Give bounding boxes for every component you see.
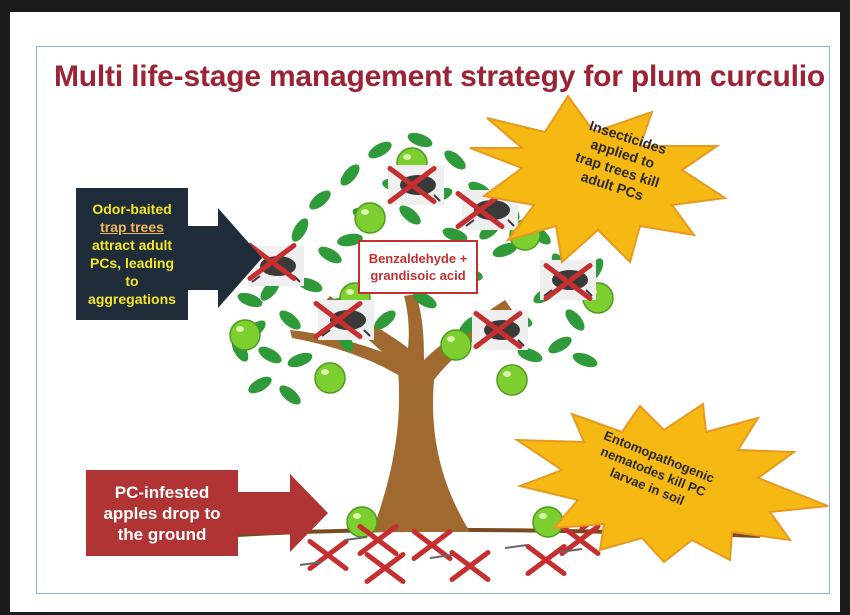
- leaf-30: [287, 352, 313, 368]
- cross-3: [313, 301, 363, 339]
- leaf-41: [279, 385, 301, 405]
- apple-6: [496, 364, 528, 396]
- apple-shine-1: [361, 209, 369, 215]
- cross-12: [559, 524, 601, 556]
- leaf-3: [340, 164, 360, 186]
- cross-7: [357, 524, 399, 556]
- nematode-star: [513, 402, 829, 564]
- slide-frame: [36, 46, 830, 594]
- leaf-37: [442, 227, 468, 243]
- apple-3: [229, 319, 261, 351]
- apple-shine-10: [353, 513, 361, 519]
- cross-1: [455, 191, 505, 229]
- cross-11: [525, 544, 567, 576]
- trap-box-line-4: PCs, leading: [89, 255, 175, 271]
- beetle-body-3: [330, 310, 366, 330]
- leaf-7: [309, 190, 331, 210]
- leaf-40: [248, 376, 272, 394]
- leaf-13: [318, 246, 342, 264]
- drop-line-1: PC-infested: [114, 482, 210, 502]
- leaf-0: [368, 141, 392, 159]
- leaf-10: [291, 218, 309, 242]
- cross-8: [411, 529, 453, 561]
- beetle-legs-1: [465, 219, 515, 227]
- trap-trees-link[interactable]: trap trees: [100, 219, 164, 235]
- drop-arrow: [238, 474, 328, 552]
- cross-0: [387, 166, 437, 204]
- leaf-22: [413, 291, 437, 309]
- apple-shine-3: [236, 326, 244, 332]
- larva-1: [429, 554, 453, 559]
- leaf-38: [374, 310, 396, 330]
- apple-shine-11: [539, 513, 547, 519]
- apple-shine-4: [321, 369, 329, 375]
- trap-arrow: [188, 208, 262, 308]
- apple-shine-5: [447, 336, 455, 342]
- cross-10: [449, 550, 491, 582]
- insecticide-star: [469, 94, 728, 264]
- leaf-26: [258, 346, 282, 364]
- trap-box-line-5: to: [125, 273, 139, 289]
- apple-shine-6: [503, 371, 511, 377]
- chem-line-1: Benzaldehyde +: [368, 251, 468, 266]
- apple-shine-9: [346, 289, 354, 295]
- leaf-39: [517, 347, 543, 363]
- apple-10: [346, 506, 378, 538]
- apple-1: [354, 202, 386, 234]
- leaf-33: [237, 292, 263, 308]
- beetle-legs-5: [543, 289, 593, 297]
- apple-4: [314, 362, 346, 394]
- leaf-42: [572, 352, 598, 368]
- chem-line-2: grandisoic acid: [370, 268, 466, 283]
- drop-line-3: the ground: [117, 524, 207, 544]
- larva-2: [504, 544, 528, 549]
- leaf-1: [407, 132, 433, 148]
- larva-3: [559, 548, 583, 553]
- trap-box-line-1: Odor-baited: [92, 201, 172, 217]
- leaf-36: [337, 233, 363, 247]
- drop-line-2: apples drop to: [103, 503, 221, 523]
- slide-title: Multi life-stage management strategy for…: [54, 60, 826, 93]
- beetle-legs-3: [321, 329, 371, 337]
- tree-branch-left: [290, 330, 402, 375]
- cross-5: [543, 263, 593, 301]
- cross-9: [364, 552, 406, 584]
- larva-4: [299, 561, 323, 566]
- cross-2: [247, 243, 297, 281]
- leaf-14: [492, 242, 518, 258]
- leaf-27: [548, 336, 572, 354]
- trap-trees-box: Odor-baited trap trees attract adult PCs…: [76, 188, 188, 320]
- apple-5: [440, 329, 472, 361]
- infested-apples-box: PC-infested apples drop to the ground: [86, 470, 238, 556]
- larva-0: [344, 536, 368, 541]
- cross-4: [473, 311, 523, 349]
- apple-shine-0: [403, 154, 411, 160]
- red-crosses: [247, 166, 621, 584]
- trap-box-line-3: attract adult: [91, 237, 173, 253]
- leaf-20: [279, 310, 301, 330]
- leaf-24: [565, 309, 585, 331]
- cross-6: [307, 539, 349, 571]
- chemical-lure-label: Benzaldehyde + grandisoic acid: [358, 240, 478, 294]
- leaf-2: [444, 150, 466, 170]
- tree-trunk: [322, 294, 512, 532]
- leaf-35: [399, 205, 421, 225]
- trap-box-line-6: aggregations: [88, 291, 176, 307]
